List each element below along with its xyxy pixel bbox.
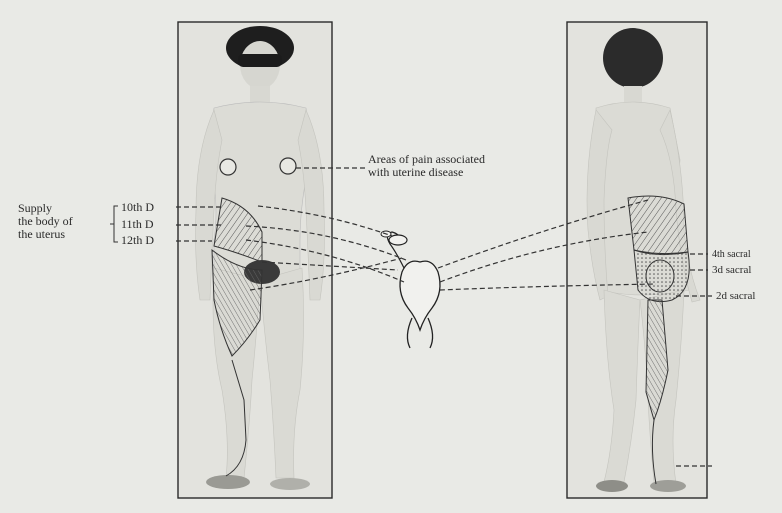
front-breast-pain-area-left [220, 159, 236, 175]
front-view-panel [178, 22, 332, 498]
uterus-sketch [381, 231, 440, 348]
pain-note: Areas of pain associated with uterine di… [368, 153, 538, 179]
label-2d-sacral: 2d sacral [716, 290, 755, 303]
label-12th-d: 12th D [121, 234, 154, 247]
uterus-body [400, 261, 440, 330]
supply-bracket [110, 206, 118, 242]
back-buttock-pain-area [634, 250, 689, 302]
back-view-panel [567, 22, 707, 498]
label-11th-d: 11th D [121, 218, 154, 231]
front-neck [250, 86, 270, 102]
supply-label: Supply the body of the uterus [18, 202, 108, 241]
back-neck [624, 86, 642, 104]
pain-note-line2: with uterine disease [368, 166, 538, 179]
back-head-hair [603, 28, 663, 88]
front-mask-band [238, 54, 282, 67]
back-left-foot [596, 480, 628, 492]
label-10th-d: 10th D [121, 201, 154, 214]
supply-label-line3: the uterus [18, 228, 108, 241]
front-breast-pain-area-right [280, 158, 296, 174]
label-4th-sacral: 4th sacral [712, 248, 751, 261]
back-sacral-pain-band [628, 196, 688, 255]
front-left-foot [206, 475, 250, 489]
label-3d-sacral: 3d sacral [712, 264, 751, 277]
front-right-foot [270, 478, 310, 490]
